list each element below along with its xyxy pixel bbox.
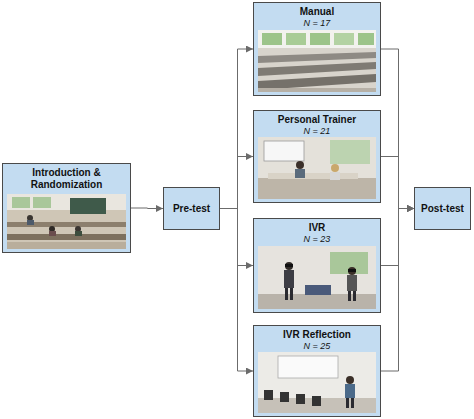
flow-arrow <box>220 209 253 266</box>
flow-arrow <box>381 157 414 209</box>
box-title: IVR <box>258 222 376 234</box>
flow-arrow <box>220 157 253 209</box>
group-size: N = 25 <box>258 341 376 352</box>
ivr-reflection-photo <box>258 352 376 413</box>
box-title: IVR Reflection <box>258 329 376 341</box>
posttest-box: Post-test <box>414 187 471 230</box>
pretest-box: Pre-test <box>163 187 220 230</box>
box-title: Manual <box>258 6 376 18</box>
flow-arrow <box>381 209 414 266</box>
flow-arrow <box>220 49 253 209</box>
box-title: Pre-test <box>168 203 215 215</box>
group-size: N = 17 <box>258 18 376 29</box>
flow-arrow <box>220 209 253 372</box>
box-title: Introduction & Randomization <box>7 167 126 191</box>
group-size: N = 23 <box>258 234 376 245</box>
manual-photo <box>258 30 376 92</box>
group-box: IVRN = 23 <box>253 218 381 313</box>
box-title: Post-test <box>419 203 466 215</box>
flow-arrow <box>381 209 414 372</box>
intro-box: Introduction & Randomization <box>2 163 131 253</box>
group-box: ManualN = 17 <box>253 2 381 96</box>
box-title: Personal Trainer <box>258 114 376 126</box>
ivr-photo <box>258 246 376 309</box>
flow-arrow <box>381 49 414 209</box>
intro-photo <box>7 194 126 249</box>
group-box: Personal TrainerN = 21 <box>253 110 381 203</box>
group-box: IVR ReflectionN = 25 <box>253 325 381 417</box>
personal-trainer-photo <box>258 137 376 199</box>
group-size: N = 21 <box>258 126 376 137</box>
flow-arrow <box>131 208 163 210</box>
